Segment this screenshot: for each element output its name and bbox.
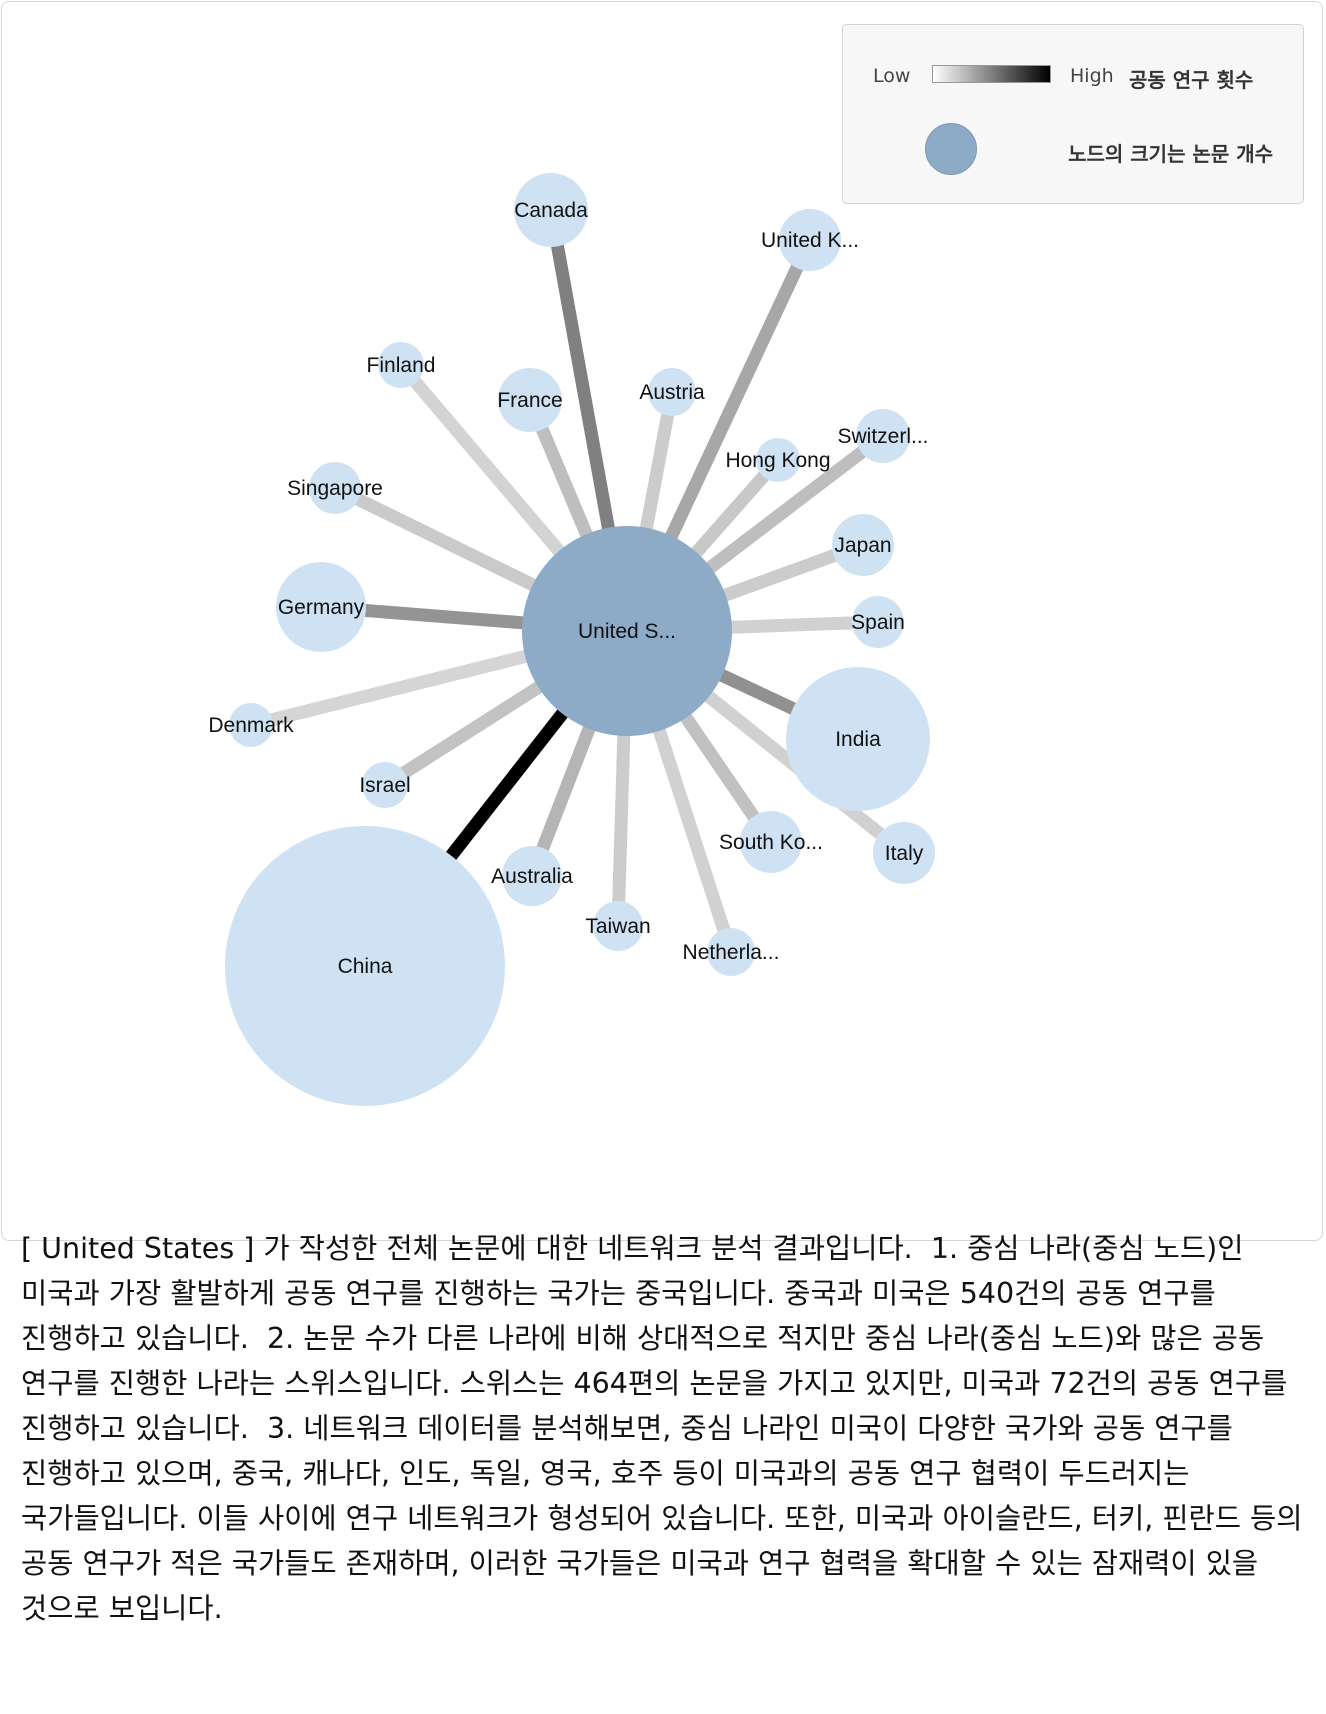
node-label: Taiwan — [585, 915, 650, 938]
node-label: Hong Kong — [725, 449, 830, 472]
node-netherla[interactable]: Netherla... — [683, 928, 780, 976]
node-japan[interactable]: Japan — [832, 514, 894, 576]
node-france[interactable]: France — [497, 368, 563, 432]
node-circle[interactable] — [276, 562, 366, 652]
node-label: United S... — [578, 620, 676, 643]
node-switzerl[interactable]: Switzerl... — [837, 409, 929, 463]
node-taiwan[interactable]: Taiwan — [585, 901, 651, 951]
node-circle[interactable] — [873, 822, 935, 884]
node-label: Italy — [885, 842, 924, 865]
node-united-k[interactable]: United K... — [761, 209, 859, 271]
legend-low-label: Low — [873, 65, 911, 87]
analysis-description: [ United States ] 가 작성한 전체 논문에 대한 네트워크 분… — [21, 1232, 1312, 1625]
node-italy[interactable]: Italy — [873, 822, 935, 884]
legend-edge-title: 공동 연구 횟수 — [1129, 68, 1254, 92]
node-label: Australia — [491, 865, 573, 888]
node-circle[interactable] — [514, 173, 588, 247]
node-circle[interactable] — [648, 368, 696, 416]
node-label: Israel — [359, 774, 410, 797]
node-circle[interactable] — [707, 928, 755, 976]
node-circle[interactable] — [502, 846, 562, 906]
node-hong-kong[interactable]: Hong Kong — [725, 438, 831, 482]
node-spain[interactable]: Spain — [851, 596, 905, 648]
node-circle[interactable] — [378, 342, 424, 388]
node-label: Spain — [851, 611, 905, 634]
node-label: Finland — [367, 354, 436, 377]
node-label: China — [338, 955, 393, 978]
node-label: Germany — [278, 596, 365, 619]
node-circle[interactable] — [225, 826, 505, 1106]
node-israel[interactable]: Israel — [359, 762, 411, 808]
node-circle[interactable] — [740, 811, 802, 873]
node-label: France — [497, 389, 562, 412]
node-label: Austria — [639, 381, 705, 404]
node-south-ko[interactable]: South Ko... — [719, 811, 823, 873]
node-label: Canada — [514, 199, 588, 222]
node-circle[interactable] — [832, 514, 894, 576]
node-label: South Ko... — [719, 831, 823, 854]
node-australia[interactable]: Australia — [491, 846, 573, 906]
node-circle[interactable] — [856, 409, 910, 463]
node-label: Netherla... — [683, 941, 780, 964]
node-circle[interactable] — [852, 596, 904, 648]
node-finland[interactable]: Finland — [367, 342, 436, 388]
node-austria[interactable]: Austria — [639, 368, 705, 416]
node-circle[interactable] — [229, 703, 273, 747]
node-label: India — [835, 728, 881, 751]
node-canada[interactable]: Canada — [514, 173, 588, 247]
node-label: Switzerl... — [837, 425, 928, 448]
node-circle[interactable] — [756, 438, 800, 482]
node-singapore[interactable]: Singapore — [287, 462, 383, 514]
node-circle[interactable] — [786, 667, 930, 811]
node-label: United K... — [761, 229, 859, 252]
node-label: Denmark — [208, 714, 294, 737]
node-germany[interactable]: Germany — [276, 562, 366, 652]
node-label: Japan — [834, 534, 891, 557]
legend-high-label: High — [1070, 65, 1114, 87]
node-india[interactable]: India — [786, 667, 930, 811]
legend: Low High 공동 연구 횟수 노드의 크기는 논문 개수 — [842, 24, 1304, 204]
node-label: Singapore — [287, 477, 383, 500]
node-denmark[interactable]: Denmark — [208, 703, 294, 747]
node-circle[interactable] — [362, 762, 408, 808]
legend-gradient-bar — [932, 65, 1051, 83]
node-circle[interactable] — [593, 901, 643, 951]
legend-node-size-label: 노드의 크기는 논문 개수 — [1068, 142, 1273, 166]
node-united-states[interactable]: United S... — [522, 526, 732, 736]
legend-node-swatch — [925, 123, 977, 175]
node-circle[interactable] — [498, 368, 562, 432]
node-circle[interactable] — [779, 209, 841, 271]
node-circle[interactable] — [309, 462, 361, 514]
node-china[interactable]: China — [225, 826, 505, 1106]
node-circle[interactable] — [522, 526, 732, 736]
